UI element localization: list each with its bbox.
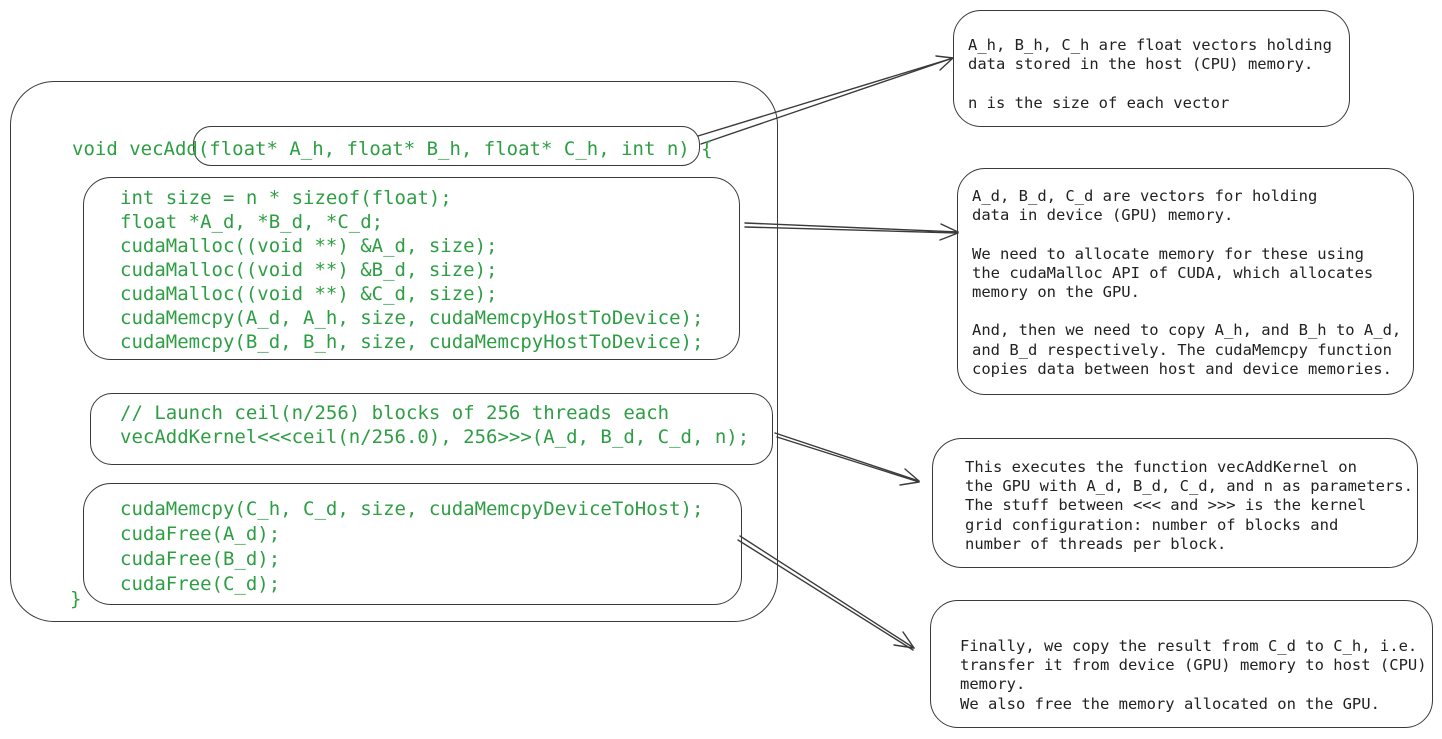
allocation-block-code: int size = n * sizeof(float); float *A_d… bbox=[120, 187, 704, 353]
annotation-text-copyback-free: Finally, we copy the result from C_d to … bbox=[960, 637, 1427, 713]
annotation-text-kernel-launch: This executes the function vecAddKernel … bbox=[965, 458, 1413, 553]
annotation-box-kernel-launch bbox=[932, 438, 1418, 568]
kernel-launch-block-box bbox=[90, 393, 773, 465]
param-highlight-box bbox=[193, 126, 700, 166]
arrow-kernel-to-note3 bbox=[774, 432, 920, 486]
code-signature: void vecAdd(float* A_h, float* B_h, floa… bbox=[72, 138, 713, 160]
closing-brace: } bbox=[70, 588, 82, 610]
annotation-box-copyback-free bbox=[930, 600, 1433, 728]
kernel-launch-block-code: // Launch ceil(n/256) blocks of 256 thre… bbox=[120, 402, 750, 448]
annotation-text-device-vectors: A_d, B_d, C_d are vectors for holding da… bbox=[972, 187, 1402, 378]
annotation-box-device-vectors bbox=[957, 168, 1414, 395]
code-outer-box bbox=[10, 81, 778, 622]
annotation-text-host-vectors: A_h, B_h, C_h are float vectors holding … bbox=[968, 36, 1332, 112]
allocation-block-box bbox=[83, 177, 740, 360]
copyback-free-block-code: cudaMemcpy(C_h, C_d, size, cudaMemcpyDev… bbox=[120, 498, 704, 595]
